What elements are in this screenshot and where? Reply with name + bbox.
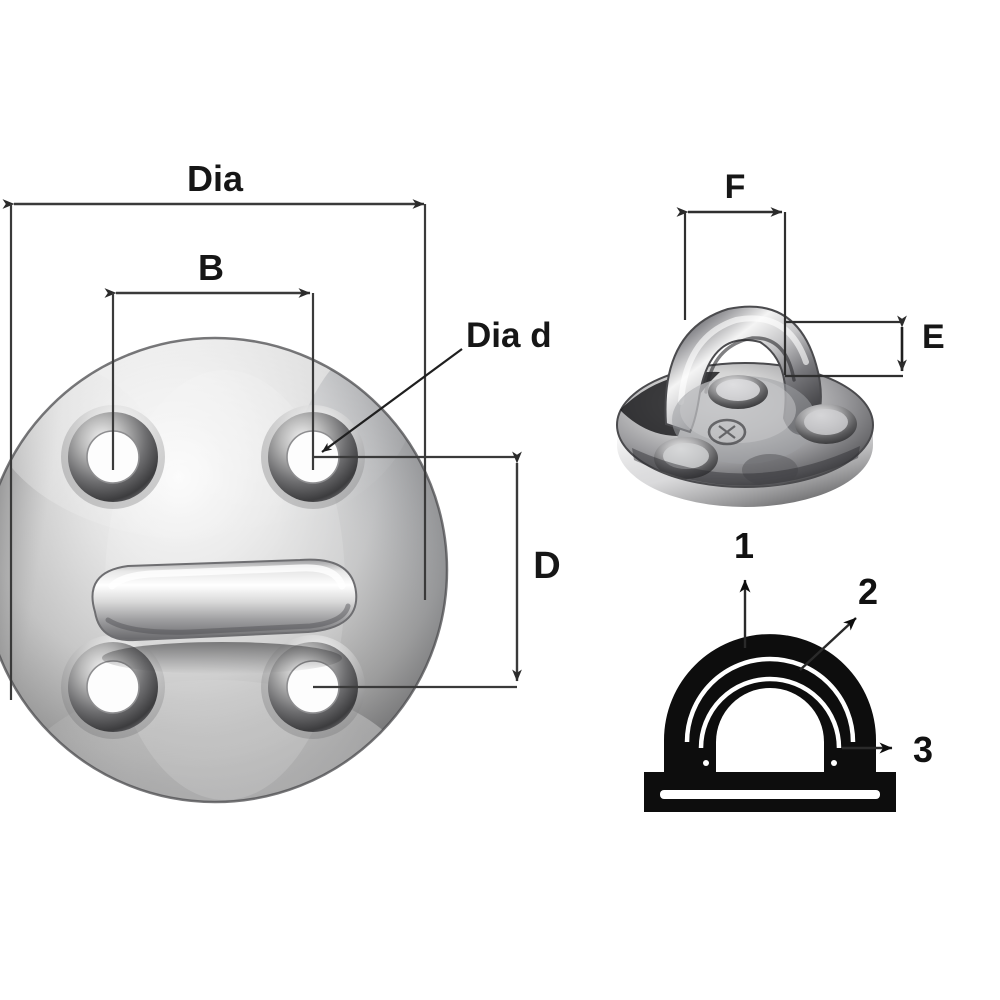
dimension-f: F <box>676 168 787 375</box>
angled-view-photo <box>616 305 874 507</box>
dimension-label-b: B <box>198 247 224 288</box>
dimension-label-d: D <box>533 545 560 587</box>
dimension-e: E <box>785 315 945 378</box>
bail-loop <box>91 558 358 674</box>
section-silhouette <box>644 634 896 812</box>
callout-label-1: 1 <box>734 525 754 566</box>
dimension-d: D <box>313 451 561 689</box>
front-view-photo <box>0 336 449 804</box>
callout-3: 3 <box>842 729 933 770</box>
callout-1: 1 <box>734 525 754 648</box>
dimension-label-f: F <box>725 168 746 206</box>
dimension-dia-d: Dia d <box>321 316 552 453</box>
callout-label-3: 3 <box>913 729 933 770</box>
dimension-label-e: E <box>922 318 945 356</box>
callout-2: 2 <box>799 571 878 671</box>
dimension-label-dia: Dia <box>187 158 244 199</box>
engraved-mark <box>707 418 747 446</box>
dimension-b: B <box>104 247 315 470</box>
dimension-dia: Dia <box>2 158 427 700</box>
callout-label-2: 2 <box>858 571 878 612</box>
dimension-label-dia-d: Dia d <box>466 316 552 355</box>
